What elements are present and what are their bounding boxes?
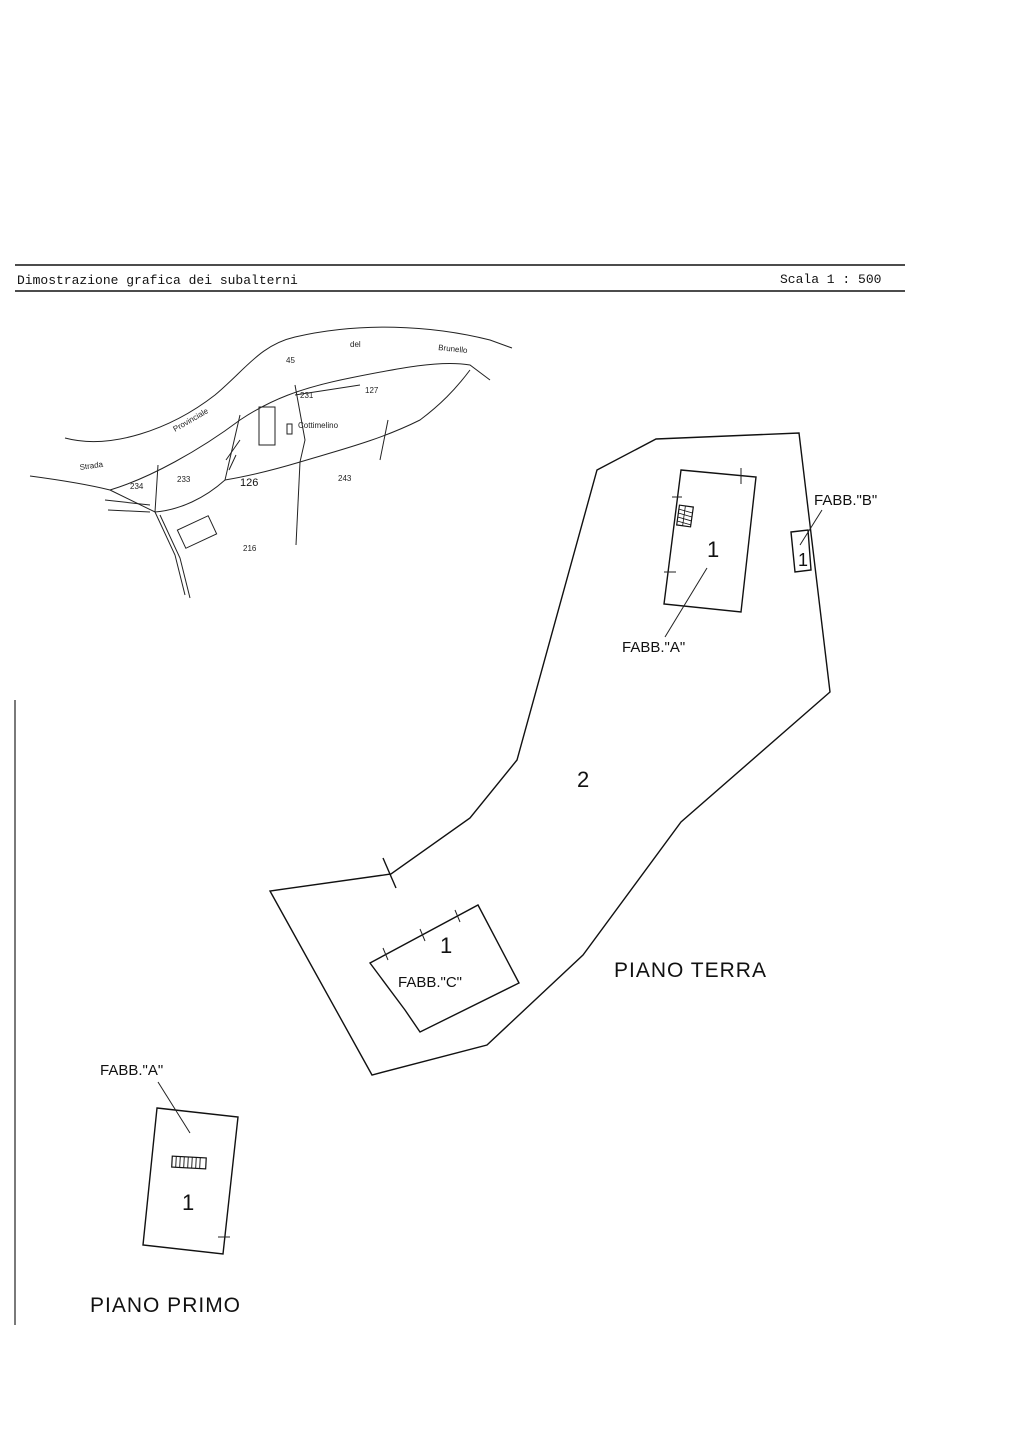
- parcel-line-243: [299, 369, 471, 463]
- road-edge-upper: [64, 326, 513, 442]
- location-map: Strada Provinciale 45 del Brunello Cotti…: [29, 326, 513, 599]
- building-c-sub: 1: [440, 933, 452, 958]
- first-floor-building-a-sub: 1: [182, 1190, 194, 1215]
- stair-icon: [675, 504, 695, 528]
- place-name: Cottimelino: [298, 421, 339, 430]
- road-word-3: 45: [286, 356, 295, 365]
- parcel-234: 234: [130, 482, 144, 491]
- first-floor-building-a-leader: [157, 1081, 191, 1134]
- ground-floor-title: PIANO TERRA: [614, 959, 767, 982]
- parcel-line-126: [224, 384, 306, 481]
- map-building-3: [286, 423, 293, 435]
- first-floor-building-a-outline: [142, 1107, 239, 1255]
- track-line-1: [154, 511, 186, 596]
- track-line-2: [159, 514, 191, 599]
- building-b-label: FABB."B": [814, 492, 877, 509]
- building-b-leader: [799, 509, 823, 546]
- building-c-tick: [454, 909, 461, 923]
- boundary-tick: [382, 857, 397, 889]
- drawing-title: Dimostrazione grafica dei subalterni: [17, 273, 298, 288]
- ground-floor-plan: 1 FABB."A" 1 FABB."B" 2 1 FABB."C" PIANO…: [268, 432, 877, 1076]
- building-b-sub: 1: [798, 550, 808, 570]
- parcel-231: 231: [300, 391, 314, 400]
- road-word-2: Provinciale: [172, 406, 211, 434]
- building-c-outline: [368, 904, 520, 1033]
- scale-label: Scala 1 : 500: [780, 272, 881, 287]
- road-word-5: Brunello: [438, 343, 469, 355]
- parcel-216: 216: [243, 544, 257, 553]
- boundary-dash: [225, 439, 241, 471]
- parcel-line-231: [294, 384, 361, 396]
- building-c-tick: [419, 928, 426, 942]
- first-floor-title: PIANO PRIMO: [90, 1294, 241, 1317]
- building-a-outline: [663, 469, 757, 613]
- parcel-126: 126: [240, 477, 258, 489]
- first-floor-plan: 1 FABB."A" PIANO PRIMO: [90, 1062, 241, 1317]
- parcel-243: 243: [338, 474, 352, 483]
- building-b-outline: [790, 529, 812, 573]
- map-building-1: [258, 406, 276, 446]
- area-2-label: 2: [577, 767, 589, 792]
- header-band: Dimostrazione grafica dei subalterni Sca…: [15, 264, 905, 292]
- map-building-2: [176, 515, 218, 549]
- parcel-line-216: [295, 461, 301, 546]
- building-c-tick: [382, 947, 389, 961]
- building-a-sub: 1: [707, 537, 719, 562]
- road-word-1: Strada: [79, 460, 104, 472]
- track-dash: [104, 499, 151, 513]
- stair-icon: [171, 1155, 207, 1170]
- building-a-label: FABB."A": [622, 639, 685, 656]
- building-a-leader: [664, 567, 708, 638]
- road-edge-lower: [29, 363, 491, 491]
- parcel-line-233: [154, 414, 241, 513]
- first-floor-building-a-label: FABB."A": [100, 1062, 163, 1079]
- parcel-line-127: [379, 419, 389, 461]
- road-word-4: del: [350, 340, 361, 349]
- area-2-outline: [268, 432, 831, 1076]
- building-c-label: FABB."C": [398, 974, 462, 991]
- parcel-233: 233: [177, 475, 191, 484]
- parcel-127: 127: [365, 386, 379, 395]
